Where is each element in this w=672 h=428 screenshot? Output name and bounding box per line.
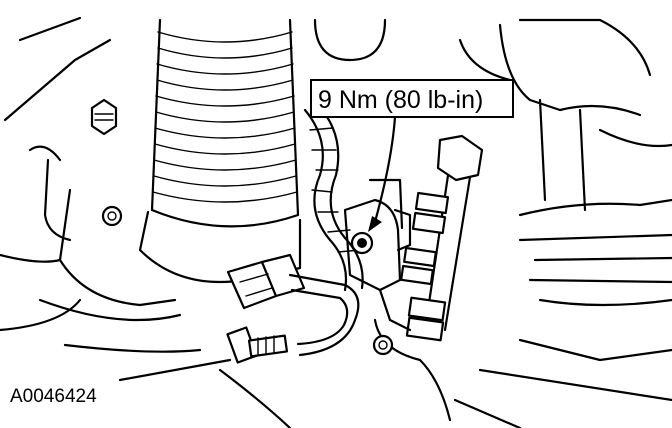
torque-label: 9 Nm (80 lb-in) <box>318 86 483 114</box>
right-components <box>313 18 672 428</box>
wiring-harness <box>303 103 364 292</box>
fuel-tube <box>400 134 484 342</box>
sensor-plug <box>226 326 289 364</box>
leader-line <box>373 115 397 224</box>
electrical-connector <box>226 253 306 310</box>
torque-callout: 9 Nm (80 lb-in) <box>310 79 514 232</box>
callout-box <box>310 79 514 118</box>
figure-id: A0046424 <box>10 386 97 407</box>
plug <box>101 205 123 227</box>
lower-bolt <box>372 334 394 356</box>
housing-outline <box>0 16 292 428</box>
hex-bolt <box>90 98 118 136</box>
corrugated-hose <box>138 18 302 284</box>
sensor-cable <box>288 273 360 357</box>
leader-arrowhead <box>368 216 382 232</box>
torque-bolt <box>350 231 374 255</box>
